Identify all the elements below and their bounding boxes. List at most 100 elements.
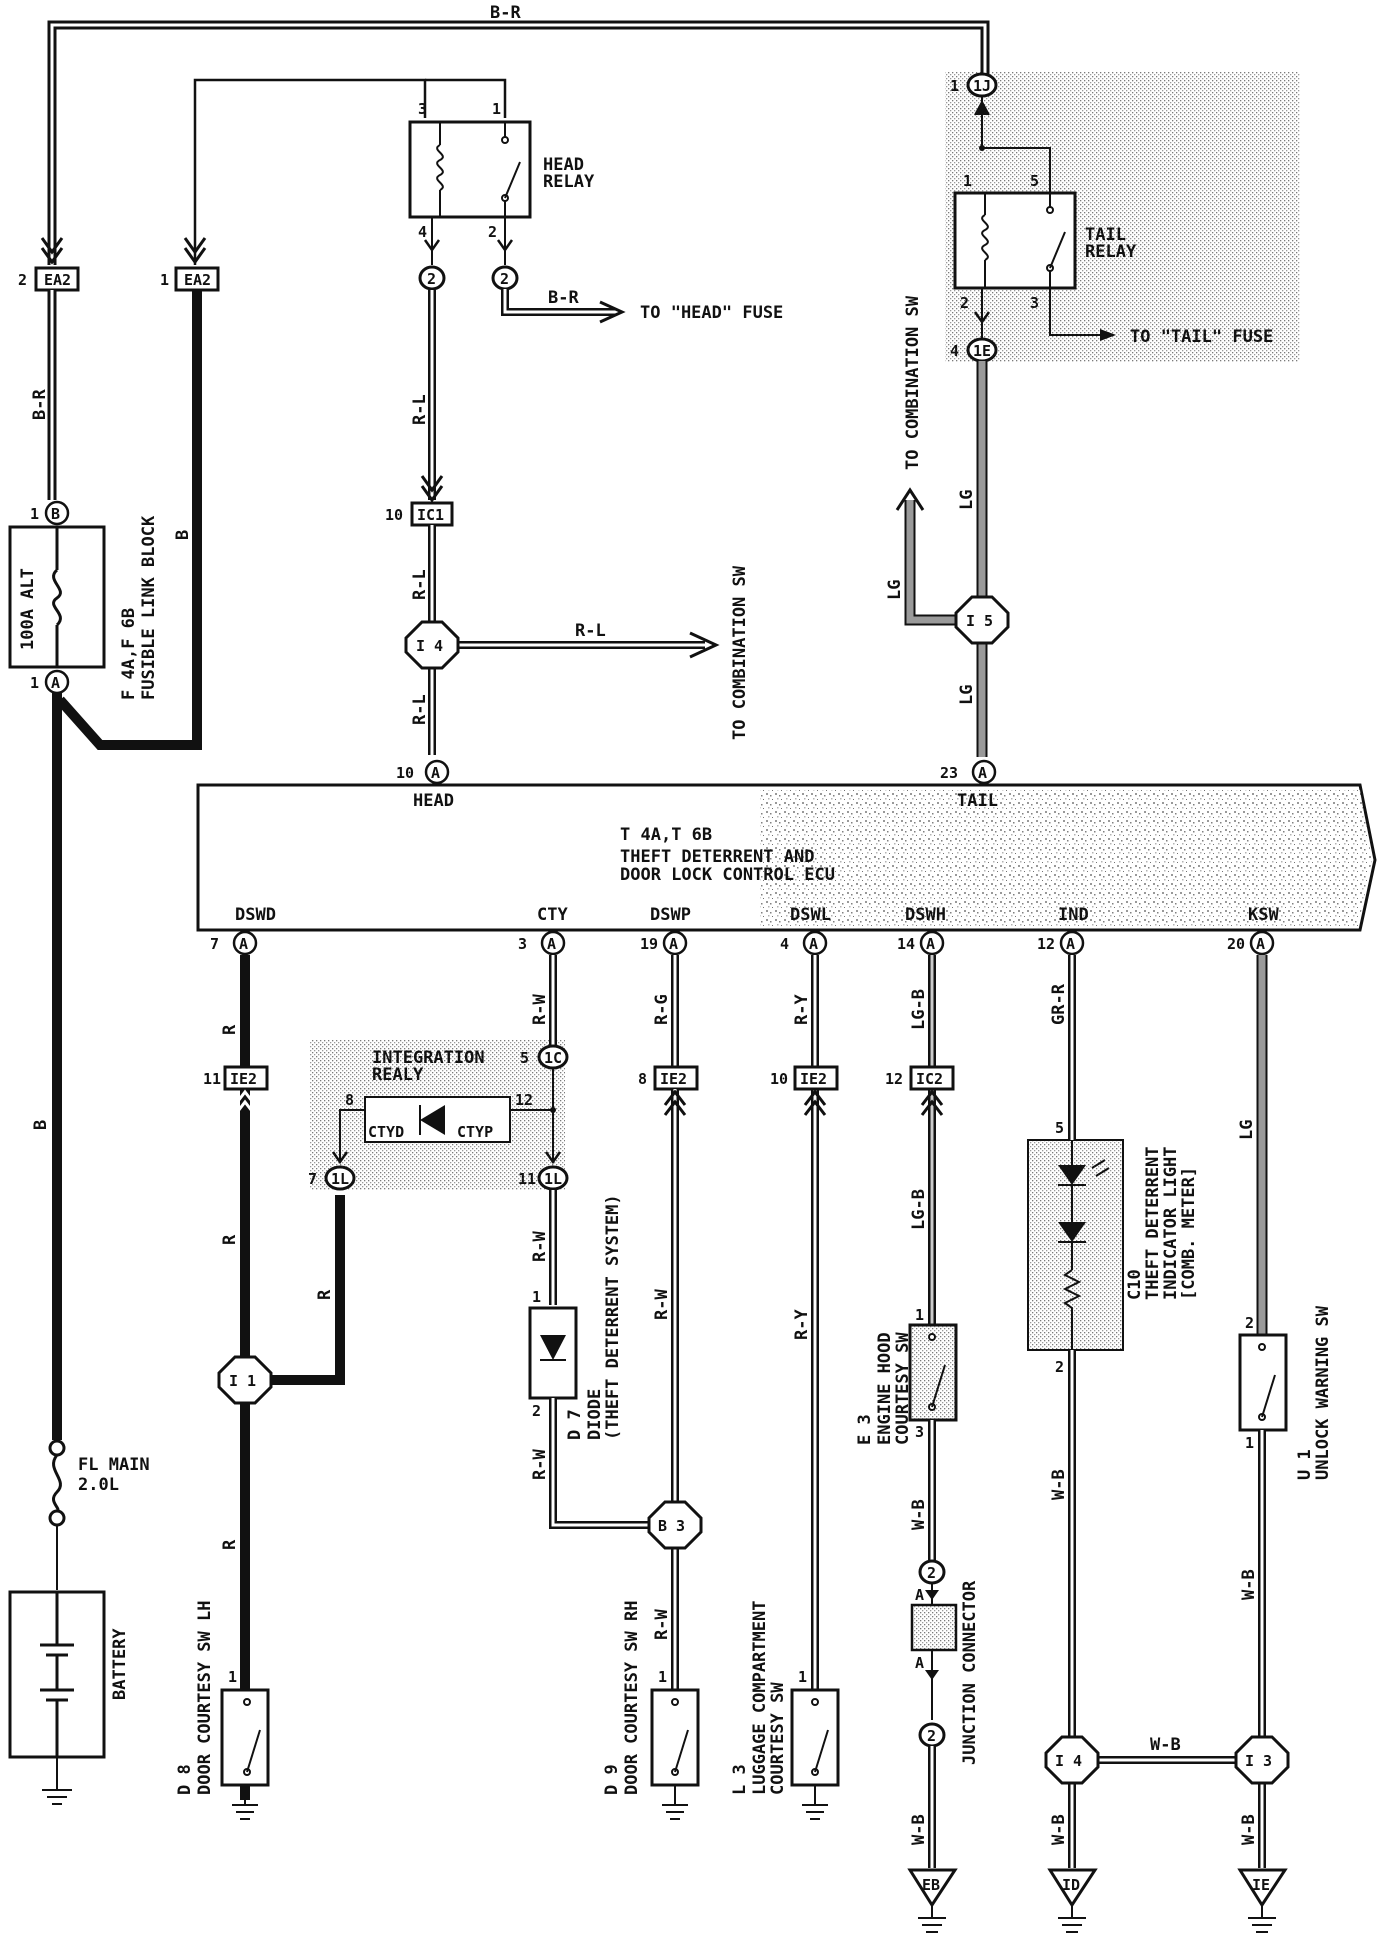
connector-ie2-a: IE2 11 [203, 1065, 269, 1091]
switch-u1: 2 1 [1238, 1314, 1288, 1452]
ecu-pin-name: KSW [1248, 905, 1279, 925]
arrow-right-icon [689, 631, 720, 659]
label-d9-name: DOOR COURTESY SW RH [622, 1601, 642, 1795]
wire-label: LG [885, 580, 905, 600]
chevron-down-icon [40, 237, 64, 265]
svg-text:IC2: IC2 [916, 1070, 943, 1088]
destination-comb-sw-1: TO COMBINATION SW [730, 565, 750, 740]
svg-text:1: 1 [950, 77, 959, 95]
svg-text:1: 1 [915, 1306, 924, 1324]
label-c10-line3: [COMB. METER] [1179, 1167, 1199, 1300]
wire-label: B [31, 1120, 51, 1130]
junction-i3: I 3 [1234, 1735, 1290, 1785]
label-l3: L 3 [730, 1764, 750, 1795]
chevron-up-icon [920, 1089, 944, 1116]
junction-connector: A A [910, 1583, 958, 1720]
svg-text:EA2: EA2 [44, 271, 71, 289]
connector-2-b: 2 [491, 265, 519, 291]
ecu-title: T 4A,T 6B THEFT DETERRENT AND DOOR LOCK … [620, 825, 835, 885]
svg-text:11: 11 [518, 1170, 536, 1188]
svg-text:4: 4 [950, 342, 959, 360]
svg-text:7: 7 [308, 1170, 317, 1188]
wire-label: R-L [410, 569, 430, 600]
ground-icon [42, 1757, 72, 1805]
label-d8-name: DOOR COURTESY SW LH [195, 1601, 215, 1795]
ground-ie: IE [1237, 1868, 1288, 1933]
wire-label: R [315, 1289, 335, 1300]
wire-b-thick [56, 290, 202, 750]
svg-text:EB: EB [922, 1876, 940, 1894]
switch-e3: 1 3 [908, 1306, 958, 1441]
chevron-up-icon [663, 1089, 687, 1116]
wire-label: W-B [909, 1499, 929, 1530]
ecu-pin-name: DSWD [235, 905, 276, 925]
wire-label: LG [1237, 1120, 1257, 1140]
ecu-pin-number: 14 [897, 935, 915, 953]
svg-text:1: 1 [1245, 1434, 1254, 1452]
ecu-pin-number: 4 [780, 935, 789, 953]
svg-text:2: 2 [927, 1564, 936, 1582]
svg-text:1: 1 [160, 271, 169, 289]
svg-text:A: A [978, 764, 987, 782]
label-c10: C10 [1125, 1269, 1145, 1300]
svg-text:HEAD: HEAD [413, 791, 454, 811]
junction-i4-bottom: I 4 [1044, 1735, 1100, 1785]
ecu-pin-head: A 10 HEAD [396, 759, 454, 811]
wire-br-top-loop-inner [50, 23, 987, 265]
ecu-pin-letter: A [1256, 935, 1265, 953]
wire-label: R-W [530, 994, 550, 1025]
svg-text:1: 1 [492, 100, 501, 118]
svg-text:ID: ID [1062, 1876, 1080, 1894]
junction-connector-2a: 2 [918, 1559, 946, 1585]
svg-text:5: 5 [1055, 1119, 1064, 1137]
svg-text:2: 2 [427, 270, 436, 288]
wire-label: GR-R [1049, 983, 1069, 1025]
fl-main-fuse: FL MAIN 2.0L [48, 1439, 150, 1527]
ecu-pin-letter: A [669, 935, 678, 953]
label-e3-line2: COURTESY SW [893, 1332, 913, 1445]
arrow-right-icon [599, 300, 626, 324]
svg-text:A: A [51, 674, 60, 692]
connector-1e: 1E 4 [950, 337, 998, 363]
svg-text:1L: 1L [544, 1170, 562, 1188]
wire-label: R-Y [792, 1309, 812, 1340]
svg-text:100A ALT: 100A ALT [18, 568, 38, 650]
svg-text:2: 2 [500, 270, 509, 288]
wire-label: R-L [575, 621, 606, 641]
svg-text:BATTERY: BATTERY [110, 1628, 130, 1700]
ecu-pin-letter: A [547, 935, 556, 953]
svg-text:2.0L: 2.0L [78, 1475, 119, 1495]
svg-text:THEFT DETERRENT AND: THEFT DETERRENT AND [620, 847, 814, 867]
chevron-down-icon [423, 239, 514, 253]
svg-text:IE: IE [1252, 1876, 1270, 1894]
svg-text:TAIL: TAIL [957, 791, 998, 811]
wire-rw-diode-out-inner [551, 1398, 648, 1527]
svg-text:2: 2 [1245, 1314, 1254, 1332]
destination-head-fuse: TO "HEAD" FUSE [640, 303, 783, 323]
wire-label: B [173, 530, 193, 540]
svg-text:I 4: I 4 [1055, 1752, 1082, 1770]
wire-label: R-L [410, 394, 430, 425]
svg-text:FUSIBLE LINK BLOCK: FUSIBLE LINK BLOCK [139, 515, 159, 700]
wire-label: R [220, 1234, 240, 1245]
wire-label: B-R [490, 3, 521, 23]
junction-connector-2b: 2 [918, 1722, 946, 1748]
svg-text:1C: 1C [544, 1049, 562, 1067]
svg-text:I 4: I 4 [416, 637, 443, 655]
ecu-pin-name: DSWL [790, 905, 831, 925]
connector-1j: 1J 1 [950, 72, 998, 98]
fusible-link-block: B 1 100A ALT A 1 [8, 500, 106, 695]
chevron-up-icon [803, 1089, 827, 1116]
ecu-speckle-area [760, 790, 1372, 926]
wire-br-head-fuse-inner [503, 289, 615, 314]
connector-ie2-b: IE2 8 [638, 1065, 699, 1091]
ecu-pin-letter: A [1066, 935, 1075, 953]
ecu-pin-letter: A [809, 935, 818, 953]
svg-text:REALY: REALY [372, 1065, 424, 1085]
wire-label: W-B [1049, 1469, 1069, 1500]
ground-icon [232, 1785, 258, 1820]
